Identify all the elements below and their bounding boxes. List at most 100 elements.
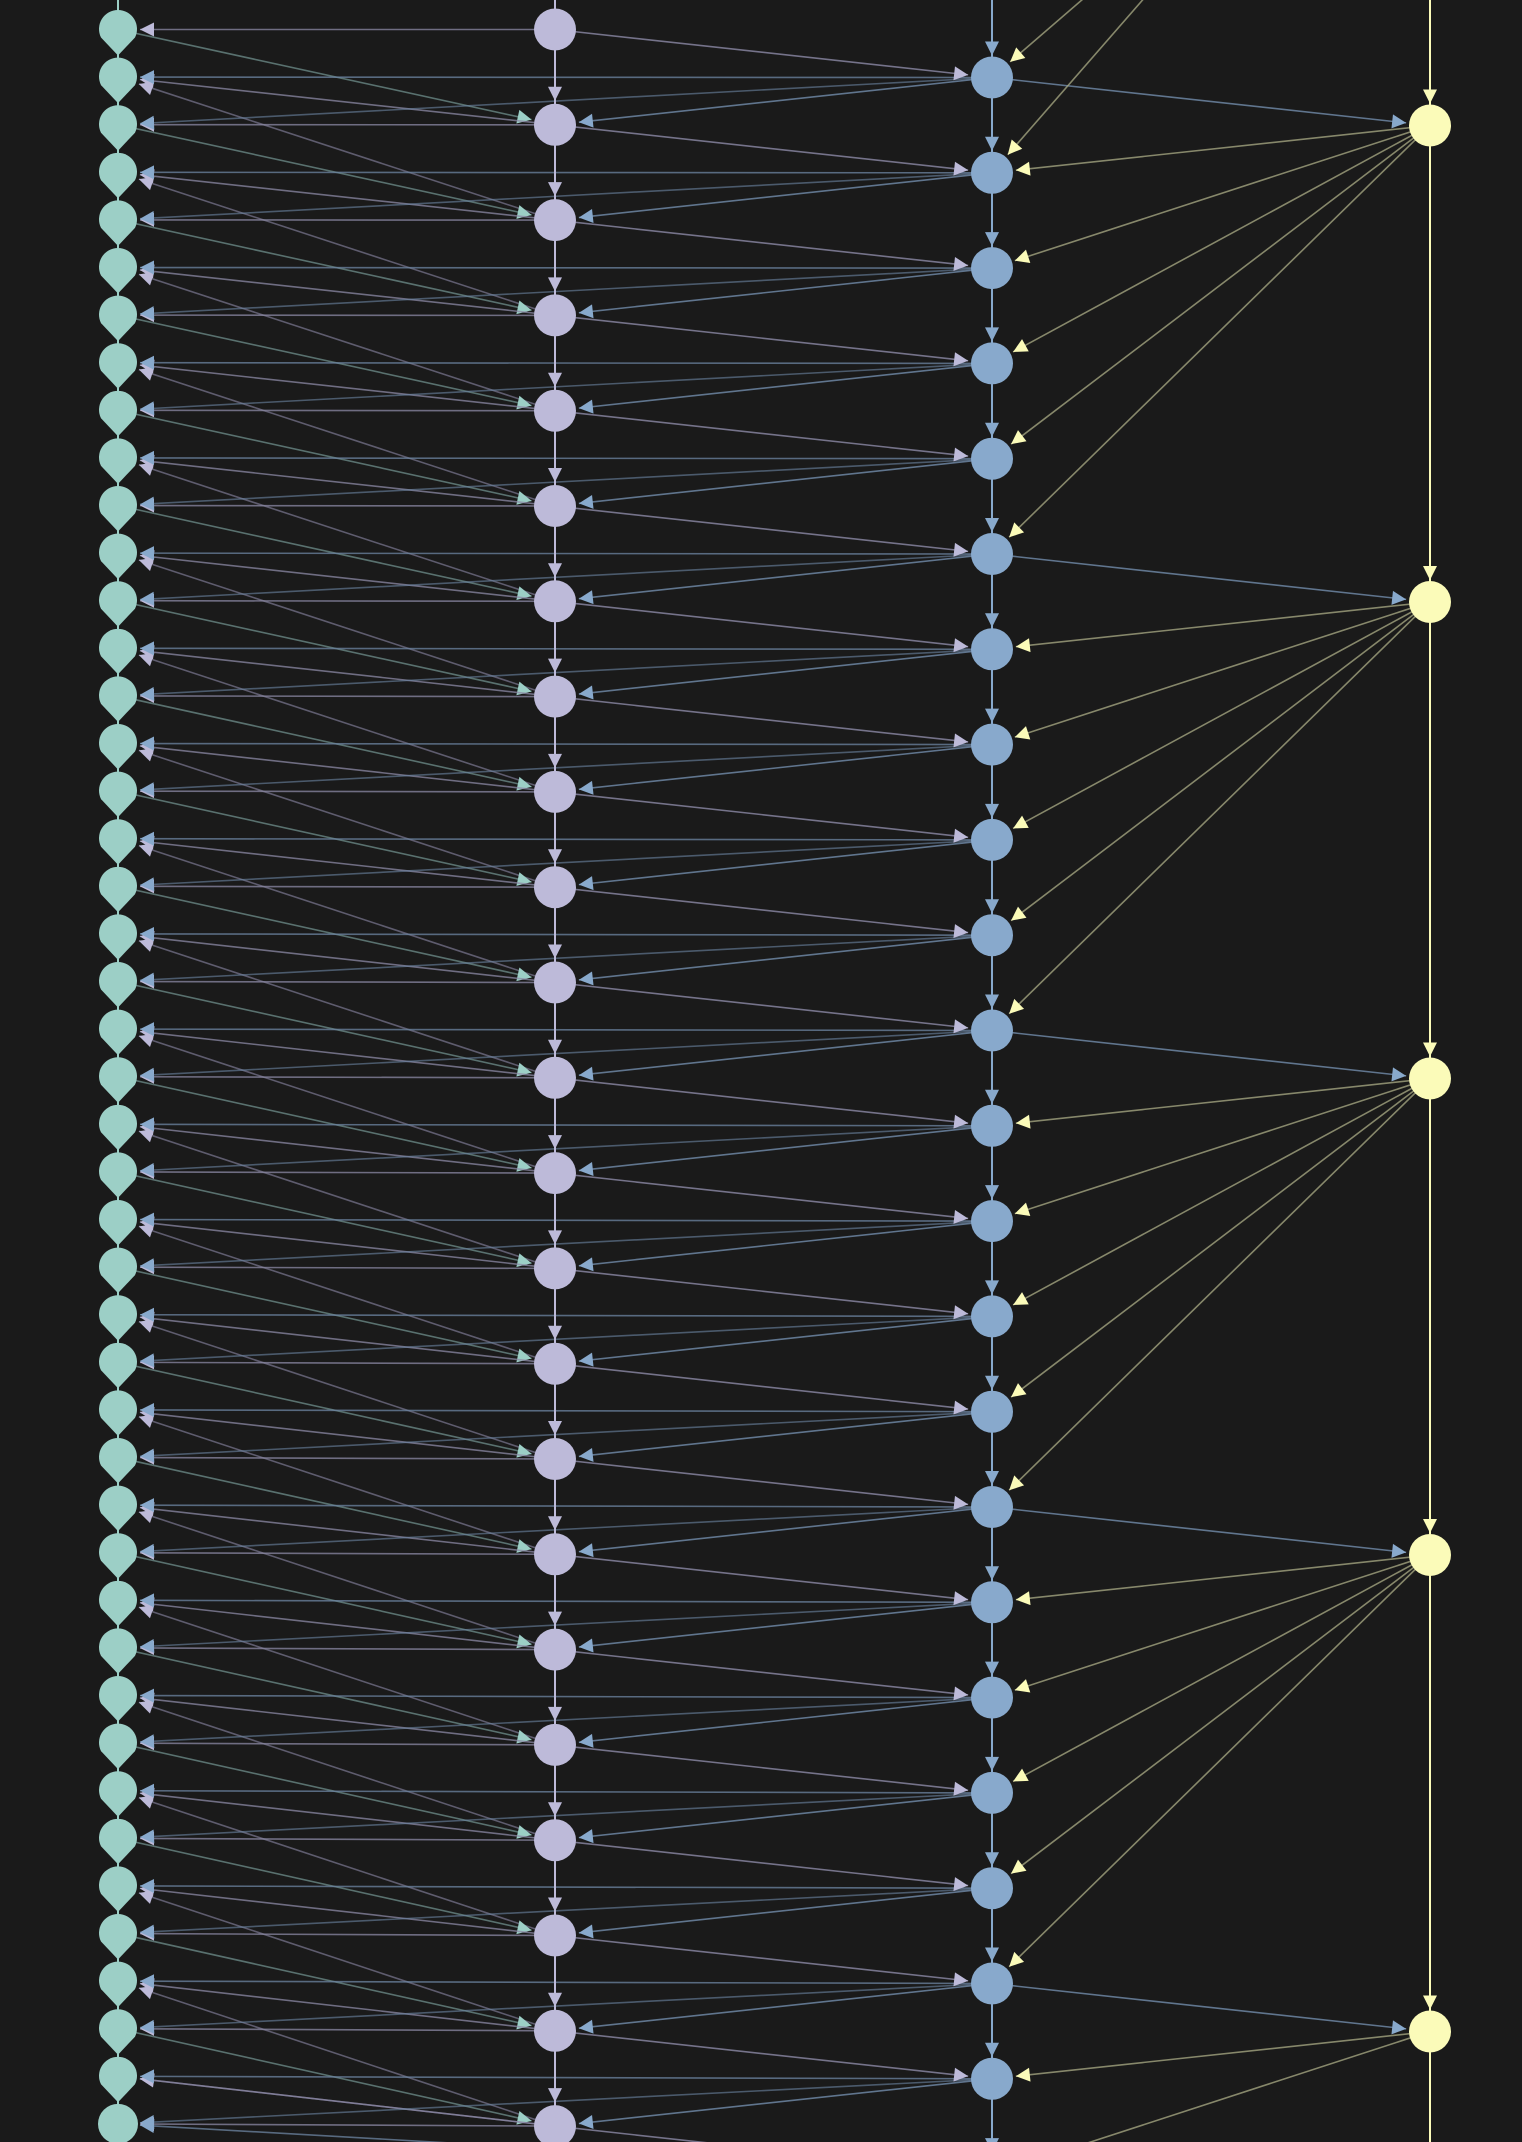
arrowhead xyxy=(138,367,155,381)
edge-line xyxy=(139,552,993,555)
arrowhead xyxy=(1014,1679,1031,1693)
edge-line xyxy=(139,743,993,791)
arrowhead xyxy=(578,304,594,319)
edge-line xyxy=(117,1361,532,1455)
arrowhead xyxy=(985,994,999,1009)
arrowhead xyxy=(516,1920,532,1935)
edge-line xyxy=(1088,2030,1431,2142)
edge-line xyxy=(1015,601,1431,648)
arrowhead xyxy=(578,1066,594,1081)
edge-line xyxy=(139,1218,993,1222)
column-1-node xyxy=(98,1961,138,2008)
edge-line xyxy=(138,1511,556,1651)
edge-line xyxy=(578,1029,993,1077)
arrowhead xyxy=(139,1498,155,1513)
edge-line xyxy=(554,409,969,457)
edge-line xyxy=(138,654,556,793)
edge-line xyxy=(139,457,993,460)
column-3-node xyxy=(971,2057,1013,2100)
column-2-node xyxy=(534,1628,576,1671)
arrowhead xyxy=(985,1852,999,1867)
edge-line xyxy=(578,1982,993,2030)
edge-line xyxy=(139,745,556,793)
edge-line xyxy=(578,76,993,124)
arrowhead xyxy=(1015,2067,1031,2082)
edge-line xyxy=(1010,124,1431,445)
column-2-node xyxy=(534,1152,576,1195)
arrowhead xyxy=(953,1686,969,1701)
arrowhead xyxy=(139,1829,155,1844)
arrowhead xyxy=(953,1400,969,1415)
arrowhead xyxy=(1423,566,1437,580)
arrowhead xyxy=(516,1443,532,1458)
arrowhead xyxy=(1014,1202,1031,1216)
column-4-node xyxy=(1409,1534,1451,1576)
edge-line xyxy=(554,1934,969,1982)
column-4-node xyxy=(1409,2010,1451,2053)
arrowhead xyxy=(139,591,155,606)
edge-line xyxy=(139,1694,993,1699)
edge-line xyxy=(1015,124,1431,172)
edge-line xyxy=(578,362,993,409)
edge-line xyxy=(139,1313,993,1318)
edge-line xyxy=(578,1601,993,1648)
column-3-node xyxy=(971,56,1013,99)
column-1-node xyxy=(98,1723,138,1770)
arrowhead xyxy=(139,1639,155,1654)
edge-line xyxy=(554,1362,969,1410)
arrowhead xyxy=(1009,1951,1025,1967)
edge-line xyxy=(138,273,556,412)
edge-line xyxy=(138,83,556,221)
edge-line xyxy=(139,2028,556,2032)
arrowhead xyxy=(139,1307,155,1322)
arrowhead xyxy=(985,1280,999,1295)
arrowhead xyxy=(140,355,155,370)
arrowhead xyxy=(1013,1768,1029,1782)
arrowhead xyxy=(139,1258,155,1273)
arrowhead xyxy=(578,1543,594,1558)
edge-line xyxy=(139,2124,448,2142)
column-3-node xyxy=(971,247,1013,290)
arrowhead xyxy=(139,401,155,416)
column-1-node xyxy=(98,628,138,675)
edge-line xyxy=(139,1982,993,2029)
arrowhead xyxy=(138,557,155,571)
column-2-node xyxy=(534,103,576,146)
edge-line xyxy=(139,1315,993,1362)
arrowhead xyxy=(953,2067,969,2082)
column-2-node xyxy=(534,961,576,1004)
arrowhead xyxy=(516,109,532,124)
edge-line xyxy=(139,1409,993,1413)
edge-line xyxy=(138,463,556,603)
edge-line xyxy=(138,1320,556,1460)
edge-line xyxy=(139,649,556,698)
arrowhead xyxy=(139,1688,155,1703)
arrowhead xyxy=(516,967,532,982)
arrowhead xyxy=(139,2019,155,2034)
edge-line xyxy=(117,1171,532,1265)
column-3-node xyxy=(971,1486,1013,1528)
arrowhead xyxy=(953,1877,969,1892)
column-2-node xyxy=(534,389,576,432)
arrowhead xyxy=(985,613,999,628)
arrowhead xyxy=(578,780,594,795)
column-2-node xyxy=(534,580,576,623)
edge-line xyxy=(139,1075,556,1079)
arrowhead xyxy=(985,232,999,247)
arrowhead xyxy=(139,1117,155,1132)
arrowhead xyxy=(578,2115,594,2129)
edge-line xyxy=(139,1789,993,1794)
arrowhead xyxy=(985,803,999,818)
edge-line xyxy=(554,600,969,648)
column-3-node xyxy=(971,1962,1013,2005)
arrowhead xyxy=(548,1802,562,1817)
edge-line xyxy=(1010,1554,1431,1875)
arrowhead xyxy=(516,1062,532,1077)
edge-line xyxy=(991,76,1407,124)
edge-line xyxy=(554,1839,969,1887)
arrowhead xyxy=(138,1224,155,1238)
arrowhead xyxy=(1015,1591,1031,1606)
edge-line xyxy=(1007,0,1144,156)
node-layer xyxy=(98,8,1451,2142)
arrowhead xyxy=(578,1829,594,1844)
